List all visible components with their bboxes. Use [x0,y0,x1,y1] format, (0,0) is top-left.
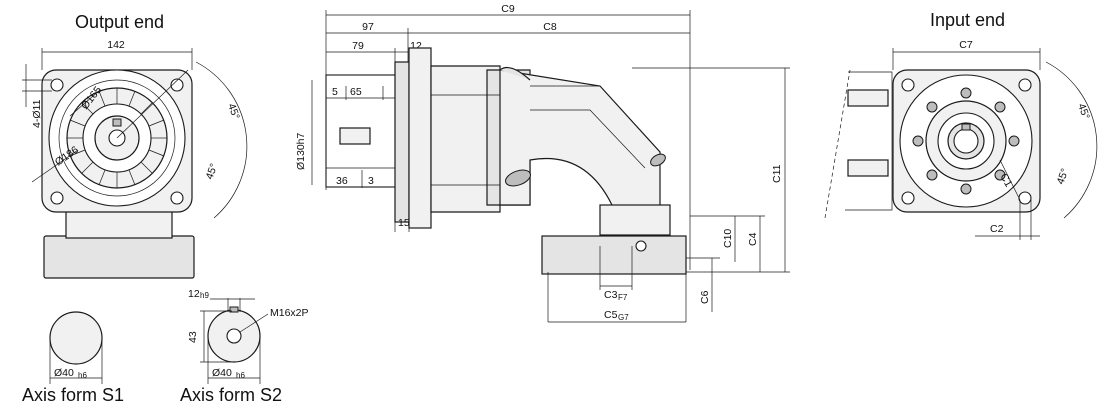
s2-12: 12 [188,288,200,300]
dim-c11: C11 [771,164,783,183]
input-end-title: Input end [930,10,1005,30]
dim-12: 12 [410,40,422,52]
bolt-hole-br [170,191,184,205]
s1-shaft-end [49,311,103,365]
axis-s2-title: Axis form S2 [180,385,282,405]
s1-tol: h6 [78,371,87,380]
side-view: C9 97 C8 79 12 5 65 36 3 Ø130h7 15 [295,3,790,323]
output-base-block [43,235,195,279]
output-base-neck [65,209,173,239]
axis-s1-title: Axis form S1 [22,385,124,405]
s2-dia: Ø40 [212,367,232,379]
s2-tol: h6 [236,371,245,380]
dim-c3: C3 [604,289,618,301]
shaft-keyway [339,127,371,145]
bolt-hole-bl [50,191,64,205]
angle-45-input-top: 45° [1075,102,1092,121]
s2-12-tol: h9 [200,291,209,300]
housing-left [430,65,501,213]
output-flange-plate [394,61,410,223]
dim-c8: C8 [543,21,557,33]
dim-c7: C7 [959,39,973,51]
dim-c9: C9 [501,3,515,15]
bolt-hole-tr [170,78,184,92]
dim-97: 97 [362,21,374,33]
axis-form-s2: 12 h9 43 M16x2P Ø40 h6 Axis form S2 [180,288,309,405]
dim-c3-tol: F7 [618,293,628,302]
s2-43: 43 [187,331,199,343]
axis-form-s1: Ø40 h6 Axis form S1 [22,311,124,405]
dim-c5: C5 [604,309,618,321]
dim-142: 142 [107,39,125,51]
dim-c4: C4 [747,232,759,246]
dim-c6: C6 [699,290,711,304]
output-end-view: Output end 142 [22,12,248,279]
dim-130h7: Ø130h7 [295,132,307,170]
dim-5: 5 [332,86,338,98]
dim-4-11: 4-Ø11 [31,99,43,128]
dim-79: 79 [352,40,364,52]
dim-c1: C1 [997,172,1014,190]
dim-c2: C2 [990,223,1004,235]
dim-c5-tol: G7 [618,313,629,322]
bolt-hole-tl [50,78,64,92]
flange-ring [408,47,432,229]
angle-45-bottom: 45° [204,162,221,181]
dim-36: 36 [336,175,348,187]
dim-3: 3 [368,175,374,187]
input-end-view: Input end C7 [824,10,1098,240]
dim-65: 65 [350,86,362,98]
dim-c10: C10 [722,229,734,248]
s2-thread: M16x2P [270,307,309,319]
dim-15: 15 [398,217,410,229]
angle-45-top: 45° [225,102,242,121]
angle-45-input-bottom: 45° [1055,167,1072,186]
side-base [541,235,687,275]
output-end-title: Output end [75,12,164,32]
s1-dia: Ø40 [54,367,74,379]
